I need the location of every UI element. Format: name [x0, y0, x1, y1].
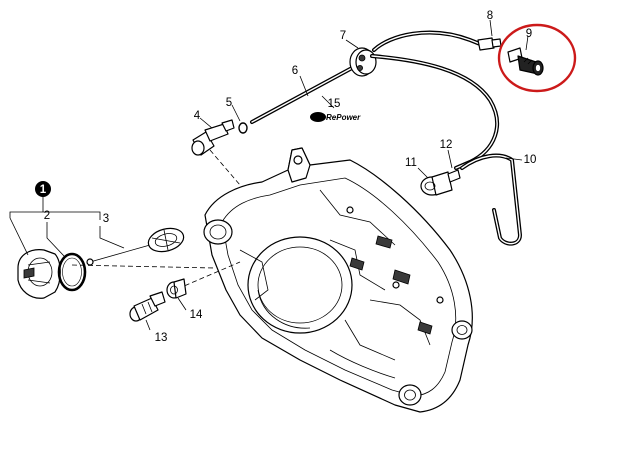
callout-14-label: 14: [190, 309, 203, 321]
cap-retainer-strap: [86, 227, 185, 266]
oil-tank-cap: [17, 249, 61, 299]
callout-12-label: 12: [440, 139, 453, 151]
highlight-circle: [497, 23, 577, 93]
assembly-line-cap: [71, 264, 216, 269]
callout-5-label: 5: [226, 97, 232, 109]
callout-11-label: 11: [405, 157, 417, 169]
callout-3-label: 3: [103, 213, 109, 225]
pulse-line: [370, 30, 500, 170]
callout-13-label: 13: [155, 332, 168, 344]
callout-1-label: 1: [40, 184, 47, 196]
fuel-pickup: [420, 169, 461, 196]
vent-tube: [460, 153, 523, 246]
callout-10-label: 10: [524, 154, 537, 166]
repower-logo: RePower: [310, 112, 361, 122]
fuel-line: [250, 66, 354, 124]
callout-6-label: 6: [292, 65, 298, 77]
callout-9-label: 9: [526, 28, 532, 40]
callout-15-label: 15: [328, 98, 341, 110]
callout-4-label: 4: [194, 110, 201, 122]
assembly-line-fitting: [209, 149, 241, 186]
hose-connector: [477, 37, 502, 51]
drain-plug: [129, 291, 166, 322]
callout-8-label: 8: [487, 10, 493, 22]
hose-fitting: [191, 119, 235, 156]
sealing-bushing: [166, 278, 187, 299]
watermark-text: RePower: [326, 113, 361, 122]
crankcase-housing: [203, 147, 473, 413]
small-o-ring: [238, 122, 248, 134]
o-ring: [57, 252, 87, 292]
grommet: [349, 47, 377, 77]
callout-1-badge: [35, 181, 51, 197]
callout-7-label: 7: [340, 30, 346, 42]
callout-2-label: 2: [44, 210, 50, 222]
fuel-filter: [507, 47, 544, 76]
